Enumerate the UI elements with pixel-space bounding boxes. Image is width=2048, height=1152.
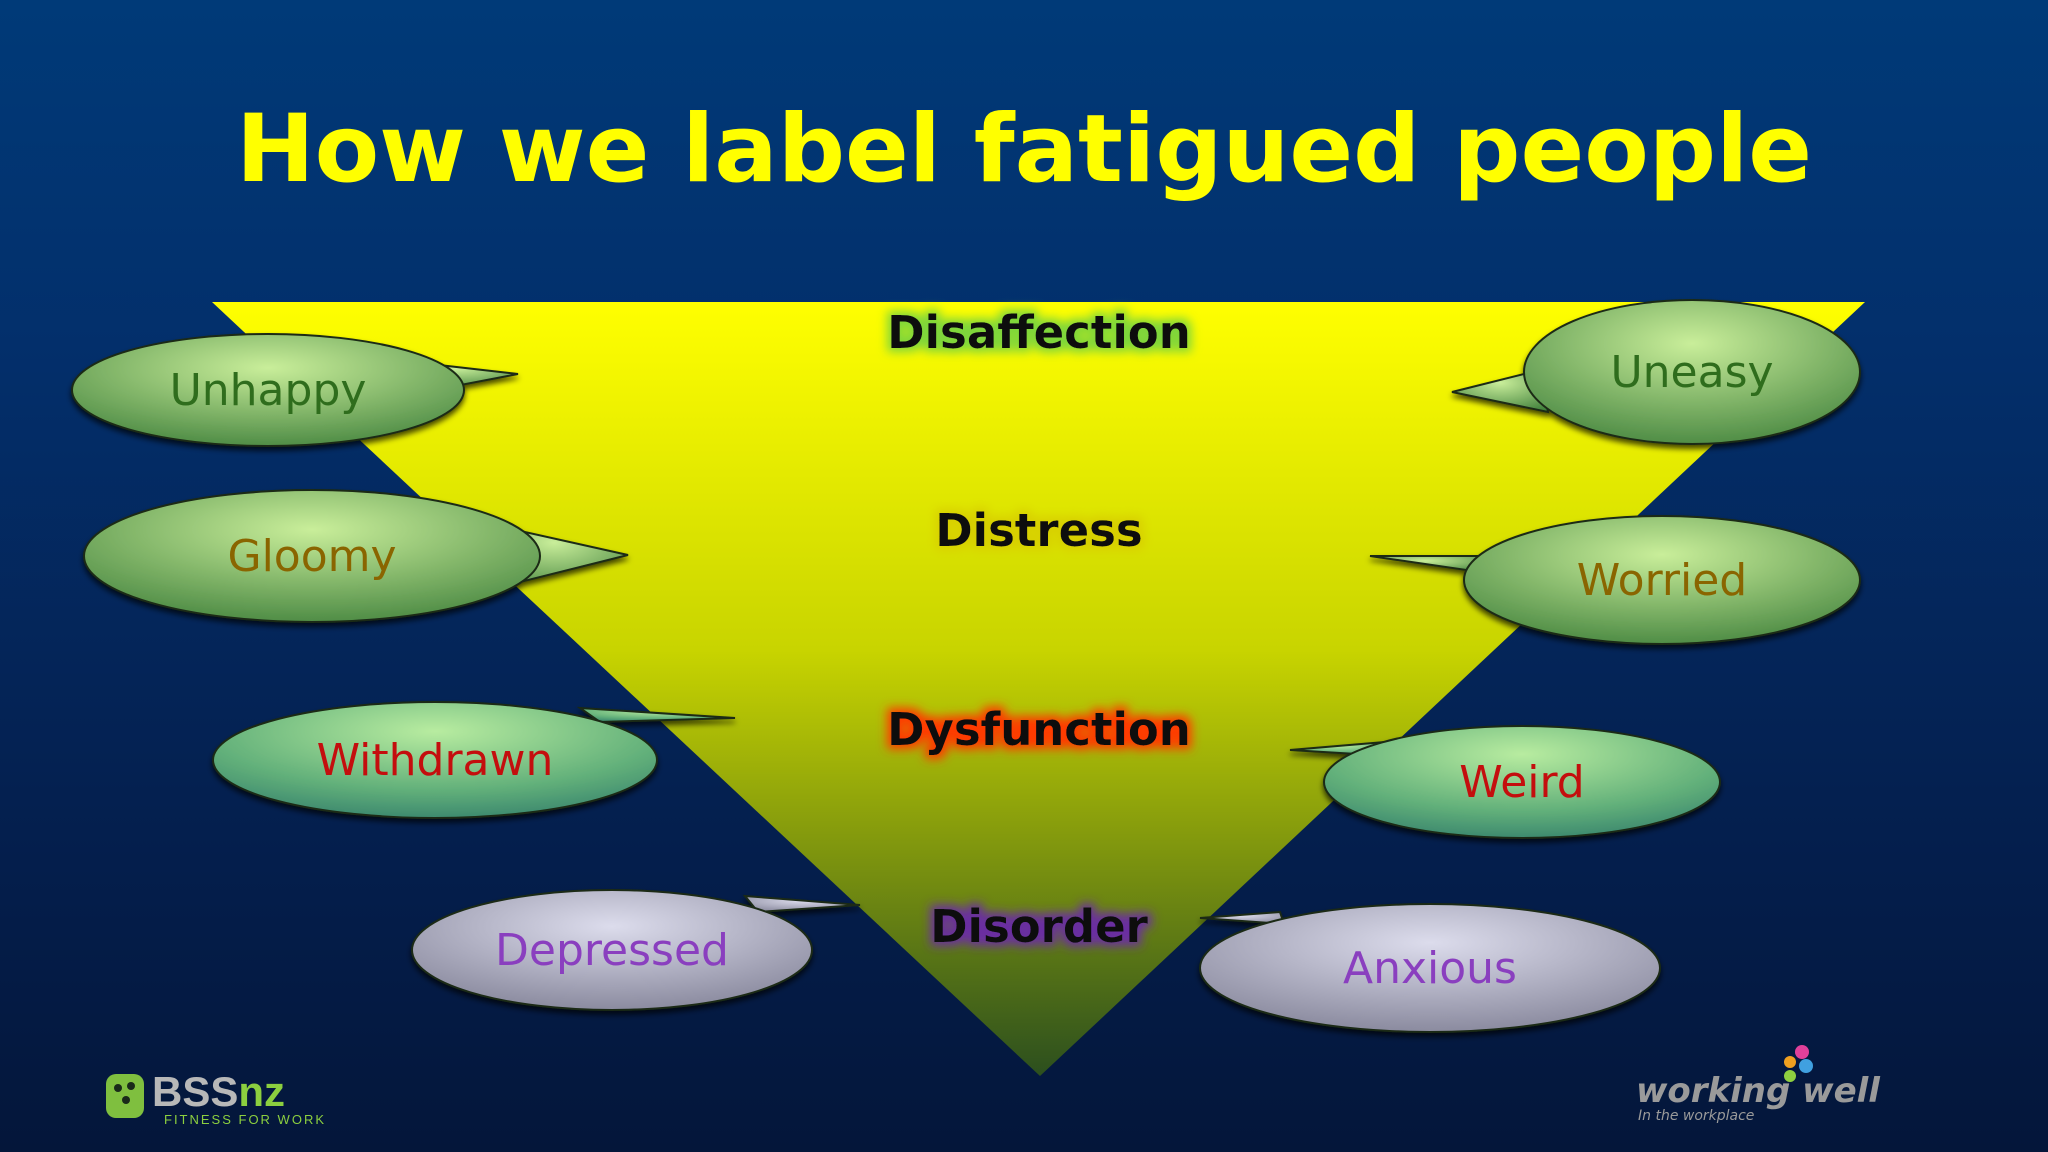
bubble-shape	[1323, 725, 1721, 839]
bubble-tail	[742, 894, 861, 914]
bubble-shape	[1523, 299, 1861, 445]
bubble-unhappy	[71, 333, 519, 447]
level-label-disorder: Disorder	[930, 900, 1148, 953]
bubble-withdrawn	[212, 701, 736, 819]
bubble-shape	[212, 701, 658, 819]
bubble-label-worried: Worried	[1577, 555, 1747, 606]
level-label-dysfunction: Dysfunction	[887, 703, 1191, 756]
level-label-disaffection: Disaffection	[887, 306, 1190, 359]
slide-title: How we label fatigued people	[235, 95, 1813, 204]
working-well-tagline: In the workplace	[1638, 1108, 1754, 1124]
bubble-label-gloomy: Gloomy	[227, 531, 396, 582]
bubble-tail	[576, 706, 736, 724]
bubble-label-anxious: Anxious	[1343, 943, 1517, 994]
bubble-uneasy	[1451, 299, 1861, 445]
bssnz-logo-text: BSSnz	[152, 1068, 285, 1115]
bubble-label-uneasy: Uneasy	[1610, 347, 1773, 398]
bubble-shape	[1199, 903, 1661, 1033]
bubble-shape	[83, 489, 541, 623]
bubble-label-depressed: Depressed	[495, 925, 729, 976]
bubble-depressed	[411, 889, 861, 1011]
bubble-worried	[1369, 515, 1861, 645]
bssnz-logo: BSSnz FITNESS FOR WORK	[104, 1068, 384, 1127]
bubble-shape	[1463, 515, 1861, 645]
bubble-shape	[411, 889, 813, 1011]
bubble-shape	[71, 333, 465, 447]
bubble-gloomy	[83, 489, 629, 623]
working-well-logo: working well In the workplace	[1630, 1040, 1940, 1124]
inverted-triangle	[212, 302, 1865, 1076]
level-label-distress: Distress	[935, 504, 1142, 557]
bubble-anxious	[1199, 903, 1661, 1033]
working-well-text: working well	[1636, 1071, 1881, 1111]
bubble-weird	[1289, 725, 1721, 839]
bubble-label-weird: Weird	[1459, 757, 1584, 808]
bssnz-tagline: FITNESS FOR WORK	[164, 1112, 326, 1126]
bubble-label-unhappy: Unhappy	[170, 365, 367, 416]
bubble-label-withdrawn: Withdrawn	[317, 735, 554, 786]
